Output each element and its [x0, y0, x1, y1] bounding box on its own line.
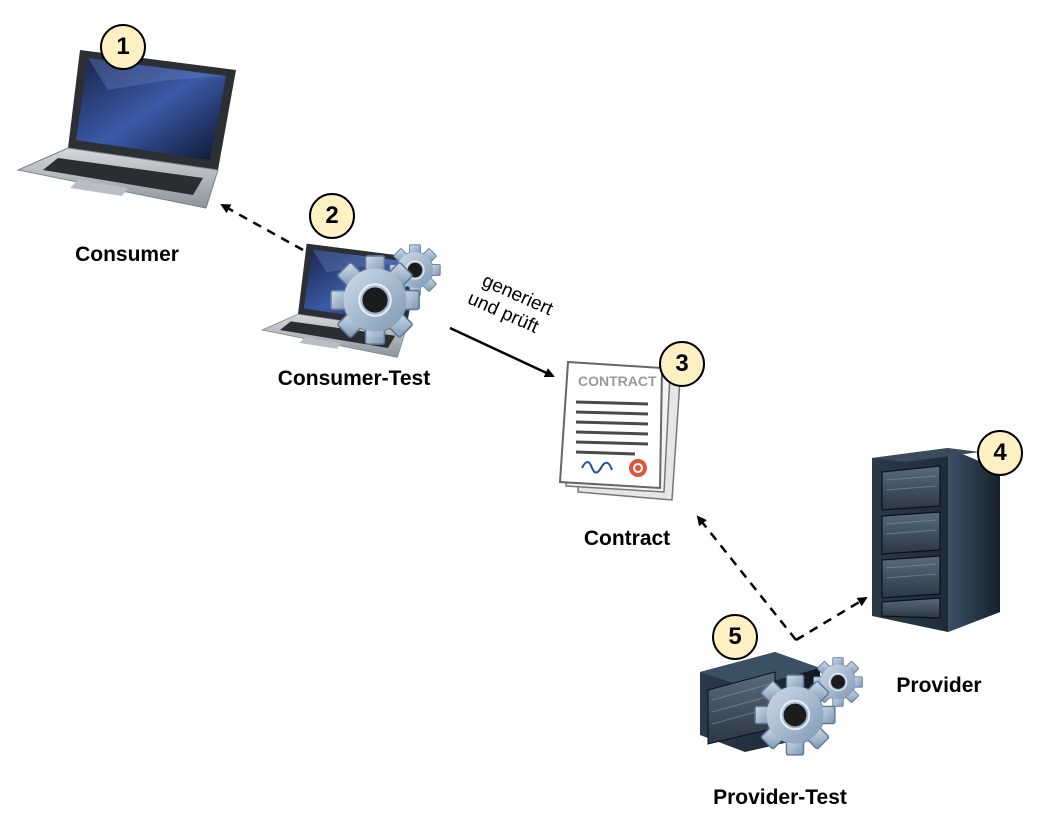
step-badge-1: 1 [100, 24, 146, 70]
provider-test-icon [700, 652, 863, 756]
edge-provider-test-to-contract [696, 515, 797, 641]
contract-document-icon: CONTRACT [558, 360, 681, 501]
step-badge-5: 5 [712, 614, 758, 660]
provider-test-label: Provider-Test [713, 786, 847, 809]
consumer-test-label: Consumer-Test [277, 367, 431, 390]
svg-text:CONTRACT: CONTRACT [578, 373, 657, 389]
provider-label: Provider [896, 674, 982, 697]
edge-consumer-test-to-contract [449, 326, 555, 378]
contract-label: Contract [583, 527, 671, 550]
step-badge-2: 2 [309, 193, 355, 239]
consumer-label: Consumer [75, 243, 179, 266]
step-badge-4: 4 [977, 430, 1023, 476]
consumer-laptop-icon [17, 49, 237, 209]
step-badge-3: 3 [659, 341, 705, 387]
provider-server-icon [872, 448, 1000, 632]
consumer-test-icon [261, 243, 441, 358]
edge-provider-test-to-provider [795, 596, 868, 642]
edge-consumer-test-to-consumer [220, 203, 304, 252]
